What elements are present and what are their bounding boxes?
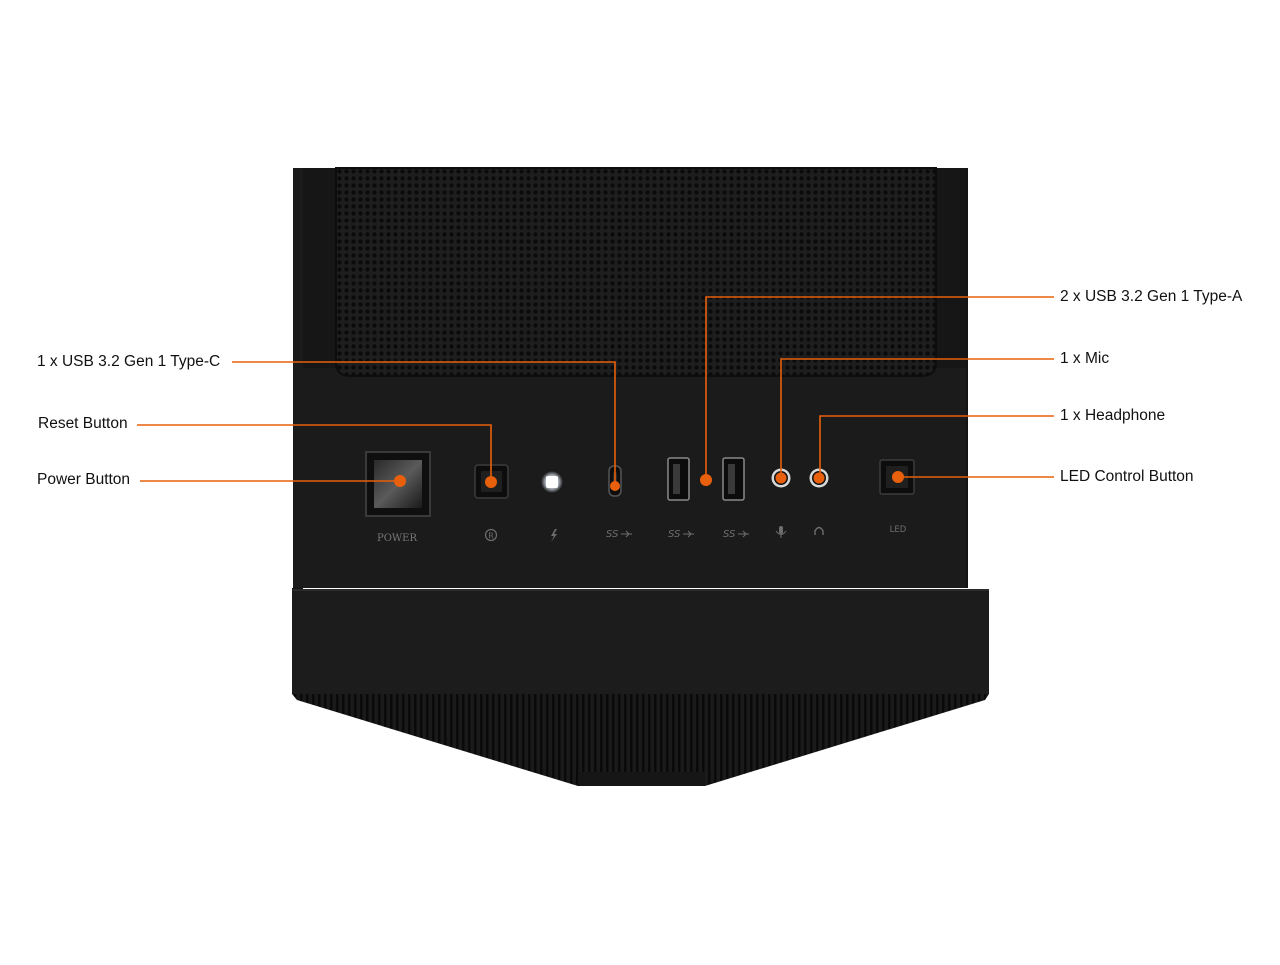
callout-dot-led bbox=[892, 471, 904, 483]
usb-type-a-port-2[interactable] bbox=[722, 457, 745, 501]
callout-line-headphone bbox=[819, 415, 1054, 478]
usb-type-a-port-1[interactable] bbox=[667, 457, 690, 501]
mic-icon bbox=[775, 526, 787, 538]
callout-line-reset bbox=[137, 424, 492, 482]
callout-line-type-a bbox=[705, 296, 1054, 480]
usb-ss-icon: SS bbox=[606, 529, 632, 540]
led-control-button[interactable] bbox=[879, 459, 915, 495]
callout-dot-mic bbox=[775, 472, 787, 484]
callout-lines bbox=[137, 296, 1054, 486]
svg-text:SS: SS bbox=[723, 529, 736, 540]
reset-icon: R bbox=[484, 528, 498, 542]
lightning-icon bbox=[551, 529, 557, 542]
led-icon: LED bbox=[890, 525, 907, 535]
status-led bbox=[541, 471, 563, 493]
headphone-icon bbox=[814, 526, 824, 535]
front-bezel bbox=[292, 590, 989, 694]
callout-label-mic: 1 x Mic bbox=[1060, 350, 1110, 367]
callout-dot-type-a bbox=[700, 474, 712, 486]
power-text: POWER bbox=[377, 533, 418, 544]
usb-ss-icon: SS bbox=[723, 529, 749, 540]
callout-label-led: LED Control Button bbox=[1060, 468, 1194, 485]
callout-dots bbox=[394, 471, 904, 491]
callout-label-reset: Reset Button bbox=[38, 415, 128, 432]
callout-label-power: Power Button bbox=[37, 471, 131, 488]
svg-text:R: R bbox=[488, 532, 494, 541]
svg-text:SS: SS bbox=[606, 529, 619, 540]
callout-dot-power bbox=[394, 475, 406, 487]
usb-ss-icon: SS bbox=[668, 529, 694, 540]
callout-dot-reset bbox=[485, 476, 497, 488]
top-mesh-grille bbox=[335, 167, 937, 377]
callout-label-headphone: 1 x Headphone bbox=[1060, 407, 1166, 424]
callout-line-type-c bbox=[232, 361, 616, 486]
callout-label-type-a: 2 x USB 3.2 Gen 1 Type-A bbox=[1060, 288, 1243, 305]
callout-dot-type-c bbox=[610, 481, 620, 491]
bottom-vent-fins bbox=[292, 694, 989, 786]
callout-dot-headphone bbox=[813, 472, 825, 484]
callout-label-type-c: 1 x USB 3.2 Gen 1 Type-C bbox=[37, 353, 221, 370]
callout-line-mic bbox=[780, 358, 1054, 478]
svg-text:SS: SS bbox=[668, 529, 681, 540]
